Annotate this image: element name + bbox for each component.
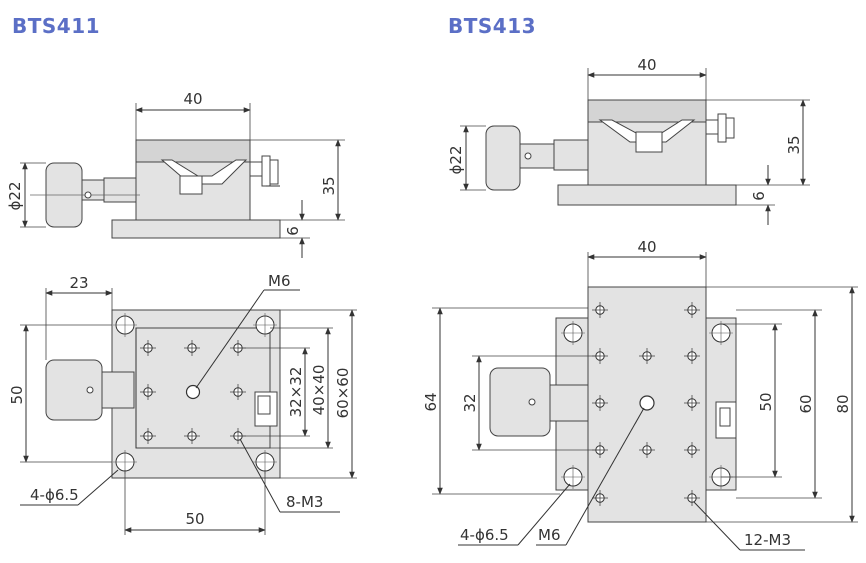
bts413-right-c-dim: 80 <box>834 394 852 413</box>
bts413-screw-holes-label: 12-M3 <box>744 531 791 549</box>
bts413-height-dim: 35 <box>785 135 803 154</box>
bts411-mid-pattern-dim: 40×40 <box>310 365 328 416</box>
bts413-right-b-dim: 60 <box>797 394 815 413</box>
bts411-knob-dia-dim: ϕ22 <box>6 182 24 211</box>
bts411-center-thread-hole <box>185 384 201 400</box>
bts411-inner-pattern-dim: 32×32 <box>287 367 305 418</box>
bts413-base-dim: 6 <box>750 191 768 201</box>
bts413-top-width-dim: 40 <box>637 238 656 256</box>
bts413-side-knob <box>485 125 521 191</box>
bts413-top-knob <box>489 367 551 437</box>
bts411-offset-dim: 23 <box>69 274 88 292</box>
bts411-top-knob <box>45 359 103 421</box>
bts411-side-view: 40 35 6 ϕ22 <box>6 90 345 258</box>
bts411-side-base <box>111 219 281 239</box>
bts411-bottom-span-dim: 50 <box>185 510 204 528</box>
bts411-top-view: 23 50 50 32×32 40×40 60×60 M6 4-ϕ6.5 <box>8 272 357 535</box>
bts413-knob-dia-dim: ϕ22 <box>447 146 465 175</box>
model-title-bts413: BTS413 <box>448 14 537 38</box>
bts413-right-a-dim: 50 <box>757 392 775 411</box>
bts411-left-span-dim: 50 <box>8 385 26 404</box>
bts411-height-dim: 35 <box>320 176 338 195</box>
bts413-left-span-dim: 64 <box>422 392 440 411</box>
bts413-width-dim: 40 <box>637 56 656 74</box>
bts413-inner-left-dim: 32 <box>461 393 479 412</box>
bts413-side-view: 40 35 6 ϕ22 <box>447 56 810 225</box>
bts411-width-dim: 40 <box>183 90 202 108</box>
bts411-mount-holes-label: 4-ϕ6.5 <box>30 486 79 504</box>
bts413-center-thread-label: M6 <box>538 526 561 544</box>
bts411-base-dim: 6 <box>284 226 302 236</box>
bts411-center-thread-label: M6 <box>268 272 291 290</box>
bts413-top-view: 40 64 32 50 60 80 4-ϕ6.5 M6 12-M3 <box>422 238 858 551</box>
bts411-outer-dim: 60×60 <box>334 368 352 419</box>
bts413-mount-holes-label: 4-ϕ6.5 <box>460 526 509 544</box>
model-title-bts411: BTS411 <box>12 14 101 38</box>
bts411-screw-holes-label: 8-M3 <box>286 493 323 511</box>
bts413-center-thread-hole <box>639 395 655 411</box>
bts413-side-base <box>557 184 737 206</box>
bts413-top-base <box>587 286 707 523</box>
